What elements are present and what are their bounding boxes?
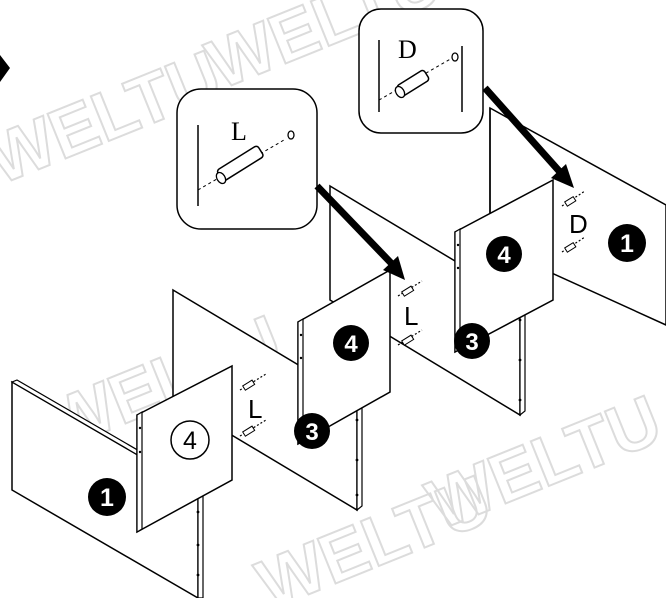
svg-text:3: 3 [305, 419, 318, 446]
badge-back-panel: 1 [608, 224, 646, 262]
pointer-arrow-left-icon [314, 183, 405, 280]
badge-front-panel: 1 [88, 478, 126, 516]
svg-text:4: 4 [497, 242, 511, 269]
badge-divider-middle: 4 [333, 325, 369, 361]
callout-left-letter: L [231, 117, 247, 146]
callout-right: D [358, 8, 484, 134]
corner-arrow-icon [0, 55, 10, 82]
svg-text:4: 4 [344, 331, 358, 358]
svg-text:4: 4 [183, 427, 197, 455]
pointer-arrow-right-icon [482, 85, 574, 188]
badge-long-panel-left: 3 [294, 413, 330, 449]
dowel-pins-right [561, 190, 586, 253]
svg-text:1: 1 [620, 230, 634, 258]
cam-pins-middle [397, 280, 423, 346]
svg-text:1: 1 [100, 484, 114, 512]
pin-label-right: D [569, 209, 588, 239]
svg-text:3: 3 [465, 329, 478, 356]
pin-label-middle: L [404, 301, 418, 331]
badge-long-panel-right: 3 [454, 323, 490, 359]
long-panel-left [172, 288, 363, 512]
pin-label-left: L [248, 394, 262, 424]
cam-pins-left [239, 373, 267, 437]
badge-divider-left: 4 [170, 420, 210, 460]
callout-left: L [176, 88, 318, 230]
watermark: WELTU [246, 460, 501, 598]
badge-divider-right: 4 [486, 236, 522, 272]
callout-right-letter: D [398, 35, 417, 64]
